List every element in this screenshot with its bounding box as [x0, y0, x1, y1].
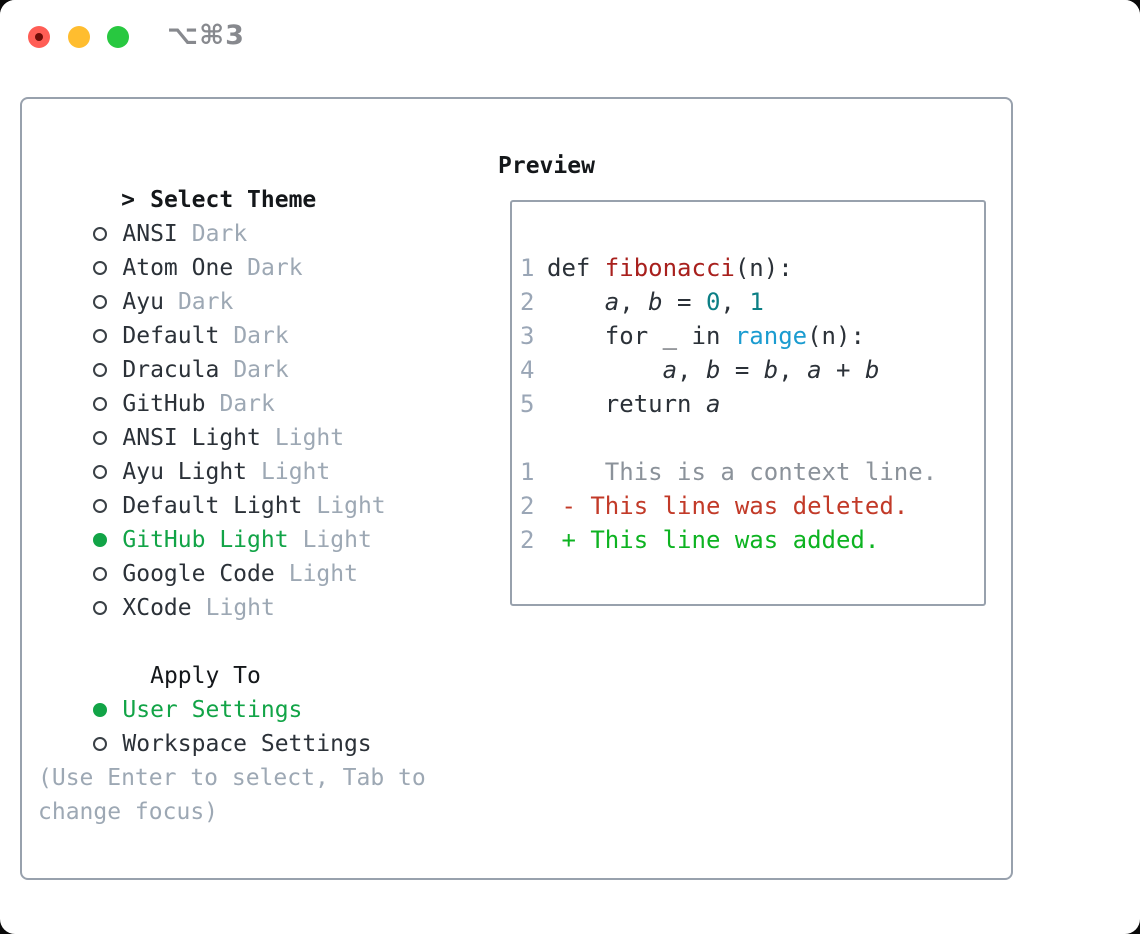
- radio-icon: [93, 567, 108, 581]
- code-token: return: [547, 390, 706, 418]
- prompt-icon: >: [121, 187, 135, 213]
- radio-icon: [93, 261, 108, 275]
- radio-selected-icon: [93, 533, 108, 547]
- preview-line: 2 - This line was deleted.: [520, 489, 984, 523]
- zoom-button[interactable]: [107, 26, 129, 48]
- preview-line: 3 for _ in range(n):: [520, 319, 984, 353]
- radio-icon: [93, 499, 108, 513]
- apply-to-list: User Settings Workspace Settings: [38, 659, 462, 757]
- preview-title: Preview: [498, 153, 595, 179]
- close-button[interactable]: [28, 26, 50, 48]
- close-dot-icon: [35, 33, 43, 41]
- line-number: 2: [520, 288, 535, 316]
- code-token: range: [734, 322, 808, 350]
- code-token: =: [720, 356, 764, 384]
- line-number: 2: [520, 492, 535, 520]
- code-token: [547, 356, 663, 384]
- code-token: def: [547, 254, 605, 282]
- apply-to-title: Apply To: [150, 663, 261, 689]
- radio-icon: [93, 431, 108, 445]
- radio-selected-icon: [93, 703, 108, 717]
- code-token: ,: [778, 356, 808, 384]
- radio-icon: [93, 465, 108, 479]
- line-number: 3: [520, 322, 535, 350]
- code-token: +: [821, 356, 865, 384]
- line-number: 1: [520, 254, 535, 282]
- preview-line: 2 + This line was added.: [520, 523, 984, 557]
- code-token: (n):: [734, 254, 793, 282]
- code-token: for _ in: [547, 322, 735, 350]
- apply-option-user-settings[interactable]: User Settings: [38, 659, 462, 723]
- line-number: 4: [520, 356, 535, 384]
- radio-icon: [93, 295, 108, 309]
- apply-to-header: Apply To: [38, 625, 462, 689]
- line-number: 5: [520, 390, 535, 418]
- code-token: b: [705, 356, 721, 384]
- preview-line: 1 def fibonacci(n):: [520, 251, 984, 285]
- code-token: b: [763, 356, 779, 384]
- line-number: 2: [520, 526, 535, 554]
- code-token: b: [648, 288, 663, 316]
- preview-line: 5 return a: [520, 387, 984, 421]
- code-token: fibonacci: [604, 254, 735, 282]
- code-token: a: [604, 288, 620, 316]
- preview-line: 2 a, b = 0, 1: [520, 285, 984, 319]
- code-token: [547, 288, 605, 316]
- code-token: ,: [619, 288, 649, 316]
- select-theme-header: > Select Theme: [38, 149, 462, 213]
- keyboard-hint: (Use Enter to select, Tab to change focu…: [38, 765, 426, 825]
- window-title: ⌥⌘3: [167, 20, 245, 51]
- code-token: b: [864, 356, 880, 384]
- preview-line: 1 This is a context line.: [520, 455, 984, 489]
- code-token: - This line was deleted.: [547, 492, 909, 520]
- code-token: 0: [705, 288, 721, 316]
- code-token: =: [662, 288, 706, 316]
- radio-icon: [93, 737, 108, 751]
- title-bar: ⌥⌘3: [0, 0, 1140, 70]
- code-token: + This line was added.: [547, 526, 880, 554]
- code-token: ,: [720, 288, 750, 316]
- radio-icon: [93, 397, 108, 411]
- minimize-button[interactable]: [68, 26, 90, 48]
- code-token: a: [807, 356, 822, 384]
- radio-icon: [93, 601, 108, 615]
- radio-icon: [93, 329, 108, 343]
- preview-line: 4 a, b = b, a + b: [520, 353, 984, 387]
- code-token: 1: [749, 288, 764, 316]
- code-token: a: [705, 390, 721, 418]
- preview-line: [520, 421, 984, 455]
- line-number: 1: [520, 458, 535, 486]
- radio-icon: [93, 363, 108, 377]
- code-token: ,: [677, 356, 706, 384]
- code-token: a: [662, 356, 678, 384]
- radio-icon: [93, 227, 108, 241]
- code-token: This is a context line.: [547, 458, 938, 486]
- select-theme-title: Select Theme: [150, 187, 317, 213]
- apply-option-workspace-settings[interactable]: Workspace Settings: [38, 693, 462, 757]
- code-token: (n):: [807, 322, 865, 350]
